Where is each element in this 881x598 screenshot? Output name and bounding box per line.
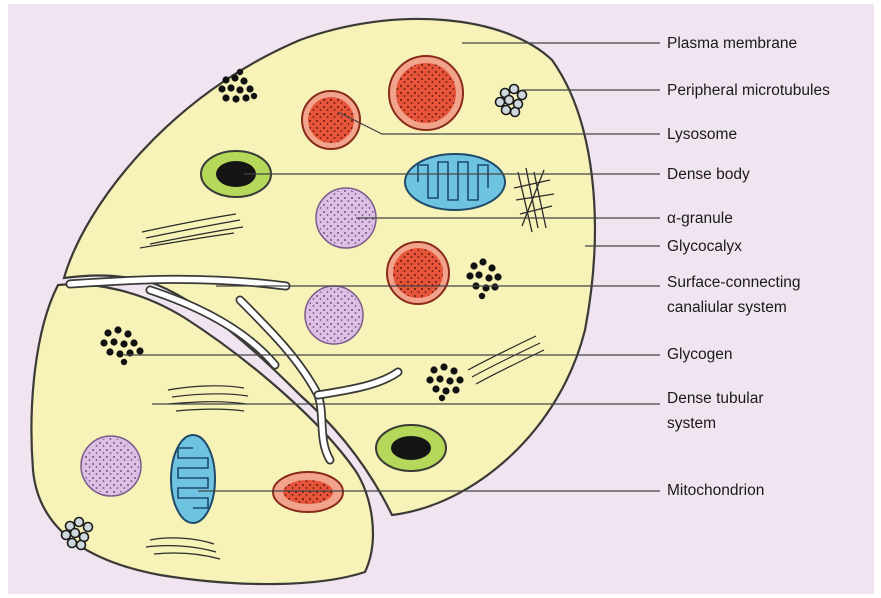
label-surface-connecting-line1: Surface-connecting bbox=[667, 272, 801, 293]
label-surface-connecting-line2: canaliular system bbox=[667, 297, 787, 318]
label-plasma-membrane: Plasma membrane bbox=[667, 33, 797, 54]
lysosome-right bbox=[387, 242, 449, 304]
lysosome-large bbox=[389, 56, 463, 130]
mitochondrion-upper bbox=[405, 154, 505, 210]
label-dense-tubular-line1: Dense tubular bbox=[667, 388, 764, 409]
label-alpha-granule: α-granule bbox=[667, 208, 733, 229]
label-dense-body: Dense body bbox=[667, 164, 750, 185]
alpha-granule-lower bbox=[81, 436, 141, 496]
label-glycogen: Glycogen bbox=[667, 344, 732, 365]
label-lysosome: Lysosome bbox=[667, 124, 737, 145]
dense-body-lower bbox=[376, 425, 446, 471]
label-mitochondrion: Mitochondrion bbox=[667, 480, 764, 501]
label-peripheral-microtubules: Peripheral microtubules bbox=[667, 80, 830, 101]
label-dense-tubular-line2: system bbox=[667, 413, 716, 434]
lysosome-upper bbox=[302, 91, 360, 149]
mitochondrion-lower bbox=[171, 435, 215, 523]
alpha-granule-middle bbox=[305, 286, 363, 344]
label-glycocalyx: Glycocalyx bbox=[667, 236, 742, 257]
lysosome-lower bbox=[273, 472, 343, 512]
